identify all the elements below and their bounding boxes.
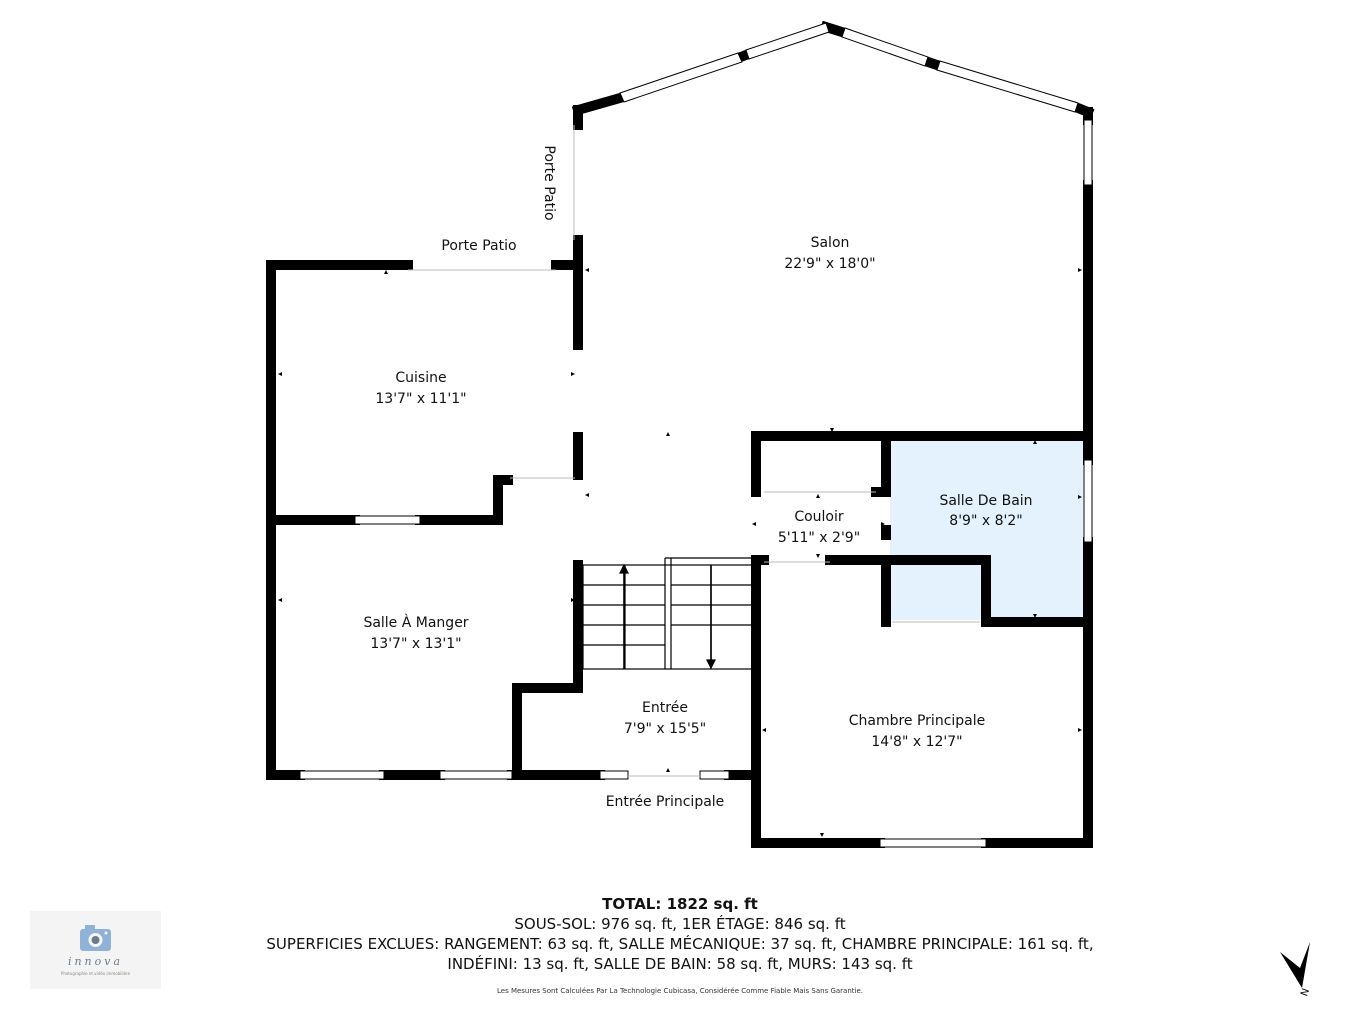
- salon-name: Salon: [811, 235, 850, 251]
- cuisine-name: Cuisine: [395, 370, 446, 386]
- entree-dims: 7'9" x 15'5": [624, 721, 706, 737]
- dimension-markers: [278, 268, 1082, 837]
- excluded-areas: SUPERFICIES EXCLUES: RANGEMENT: 63 sq. f…: [266, 935, 1094, 953]
- couloir-name: Couloir: [794, 509, 844, 525]
- cuisine-dims: 13'7" x 11'1": [375, 391, 466, 407]
- total-area: TOTAL: 1822 sq. ft: [602, 895, 758, 913]
- walls: [266, 20, 1095, 848]
- logo-tagline: Photographie et vidéo immobilière: [60, 971, 131, 976]
- door-openings: [408, 125, 980, 777]
- salle-de-bain-name: Salle De Bain: [939, 493, 1032, 509]
- salle-de-bain-dims: 8'9" x 8'2": [949, 513, 1022, 529]
- excluded-areas-continued: INDÉFINI: 13 sq. ft, SALLE DE BAIN: 58 s…: [447, 955, 913, 973]
- chambre-principale-name: Chambre Principale: [849, 713, 986, 729]
- company-logo: innova Photographie et vidéo immobilière: [30, 911, 161, 989]
- porte-patio-side-label: Porte Patio: [541, 145, 557, 220]
- floor-areas: SOUS-SOL: 976 sq. ft, 1ER ÉTAGE: 846 sq.…: [514, 915, 846, 933]
- porte-patio-label: Porte Patio: [441, 238, 516, 254]
- camera-icon: [80, 925, 111, 951]
- chambre-principale-dims: 14'8" x 12'7": [871, 734, 962, 750]
- windows: [299, 22, 1093, 848]
- floor-plan: Salon 22'9" x 18'0" Cuisine 13'7" x 11'1…: [266, 20, 1095, 848]
- entree-principale-label: Entrée Principale: [606, 794, 725, 810]
- salle-a-manger-name: Salle À Manger: [363, 614, 468, 631]
- entree-name: Entrée: [642, 700, 688, 716]
- couloir-dims: 5'11" x 2'9": [778, 530, 860, 546]
- disclaimer: Les Mesures Sont Calculées Par La Techno…: [496, 987, 863, 995]
- salon-dims: 22'9" x 18'0": [784, 256, 875, 272]
- stairs: [582, 557, 754, 670]
- north-arrow-icon: [1280, 942, 1310, 988]
- logo-text: innova: [67, 955, 124, 968]
- salle-a-manger-dims: 13'7" x 13'1": [370, 636, 461, 652]
